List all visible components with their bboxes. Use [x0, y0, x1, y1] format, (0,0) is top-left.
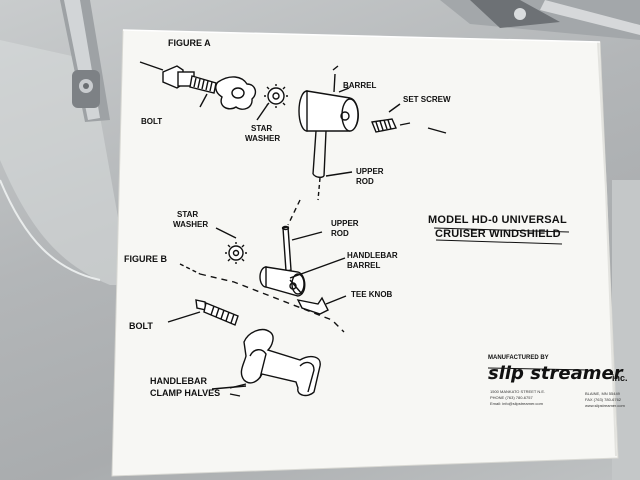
label-upper-rod-a-1: UPPER [356, 167, 384, 176]
address-line3: Email: info@slipstreamer.com [490, 401, 543, 406]
upper-rod-b [282, 226, 292, 272]
axis-line-a [139, 61, 164, 71]
label-upper-rod-b-2: ROD [331, 229, 349, 238]
address-line2: PHONE (763) 780-6757 [490, 395, 533, 400]
clamp-halves-b [240, 328, 321, 397]
manufactured-by-heading: MANUFACTURED BY [488, 355, 549, 361]
brand-suffix: inc. [612, 373, 628, 383]
label-clamp-halves-b-1: HANDLEBAR [150, 376, 207, 386]
label-star-washer-b-2: WASHER [173, 220, 209, 229]
figure-b-drawing [167, 199, 347, 397]
label-star-washer-b-1: STAR [177, 210, 199, 219]
label-bolt-b: BOLT [129, 321, 153, 331]
label-clamp-halves-b-2: CLAMP HALVES [150, 388, 221, 398]
star-knob-a [215, 76, 257, 110]
city-line3: www.slipstreamer.com [585, 403, 625, 408]
label-tee-knob-b: TEE KNOB [351, 290, 393, 299]
brand-logo: slip streamer [488, 363, 623, 384]
city-line1: BLAINE, MN 55449 [585, 391, 620, 396]
tee-knob-b [296, 296, 329, 315]
address-line1: 1500 MANKATO STREET N.E. [490, 389, 546, 394]
label-set-screw-a: SET SCREW [403, 95, 451, 104]
star-washer-b [228, 245, 244, 261]
label-star-washer-a-1: STAR [251, 124, 273, 133]
figure-a-heading: FIGURE A [168, 38, 211, 48]
label-bolt-a: BOLT [141, 117, 163, 126]
label-upper-rod-b-1: UPPER [331, 219, 359, 228]
document-title-line1: MODEL HD-0 UNIVERSAL [428, 214, 567, 226]
city-line2: FAX (763) 780-6762 [585, 397, 622, 402]
document-title-line2: CRUISER WINDSHIELD [435, 228, 561, 240]
label-handlebar-barrel-b-2: BARREL [347, 261, 381, 270]
label-handlebar-barrel-b-1: HANDLEBAR [347, 251, 398, 260]
label-barrel-a: BARREL [343, 81, 377, 90]
upper-rod-a [312, 130, 327, 177]
star-washer-a [267, 87, 285, 105]
label-star-washer-a-2: WASHER [245, 134, 281, 143]
figure-a-drawing [139, 61, 447, 201]
figure-b-heading: FIGURE B [124, 254, 168, 264]
label-upper-rod-a-2: ROD [356, 177, 374, 186]
